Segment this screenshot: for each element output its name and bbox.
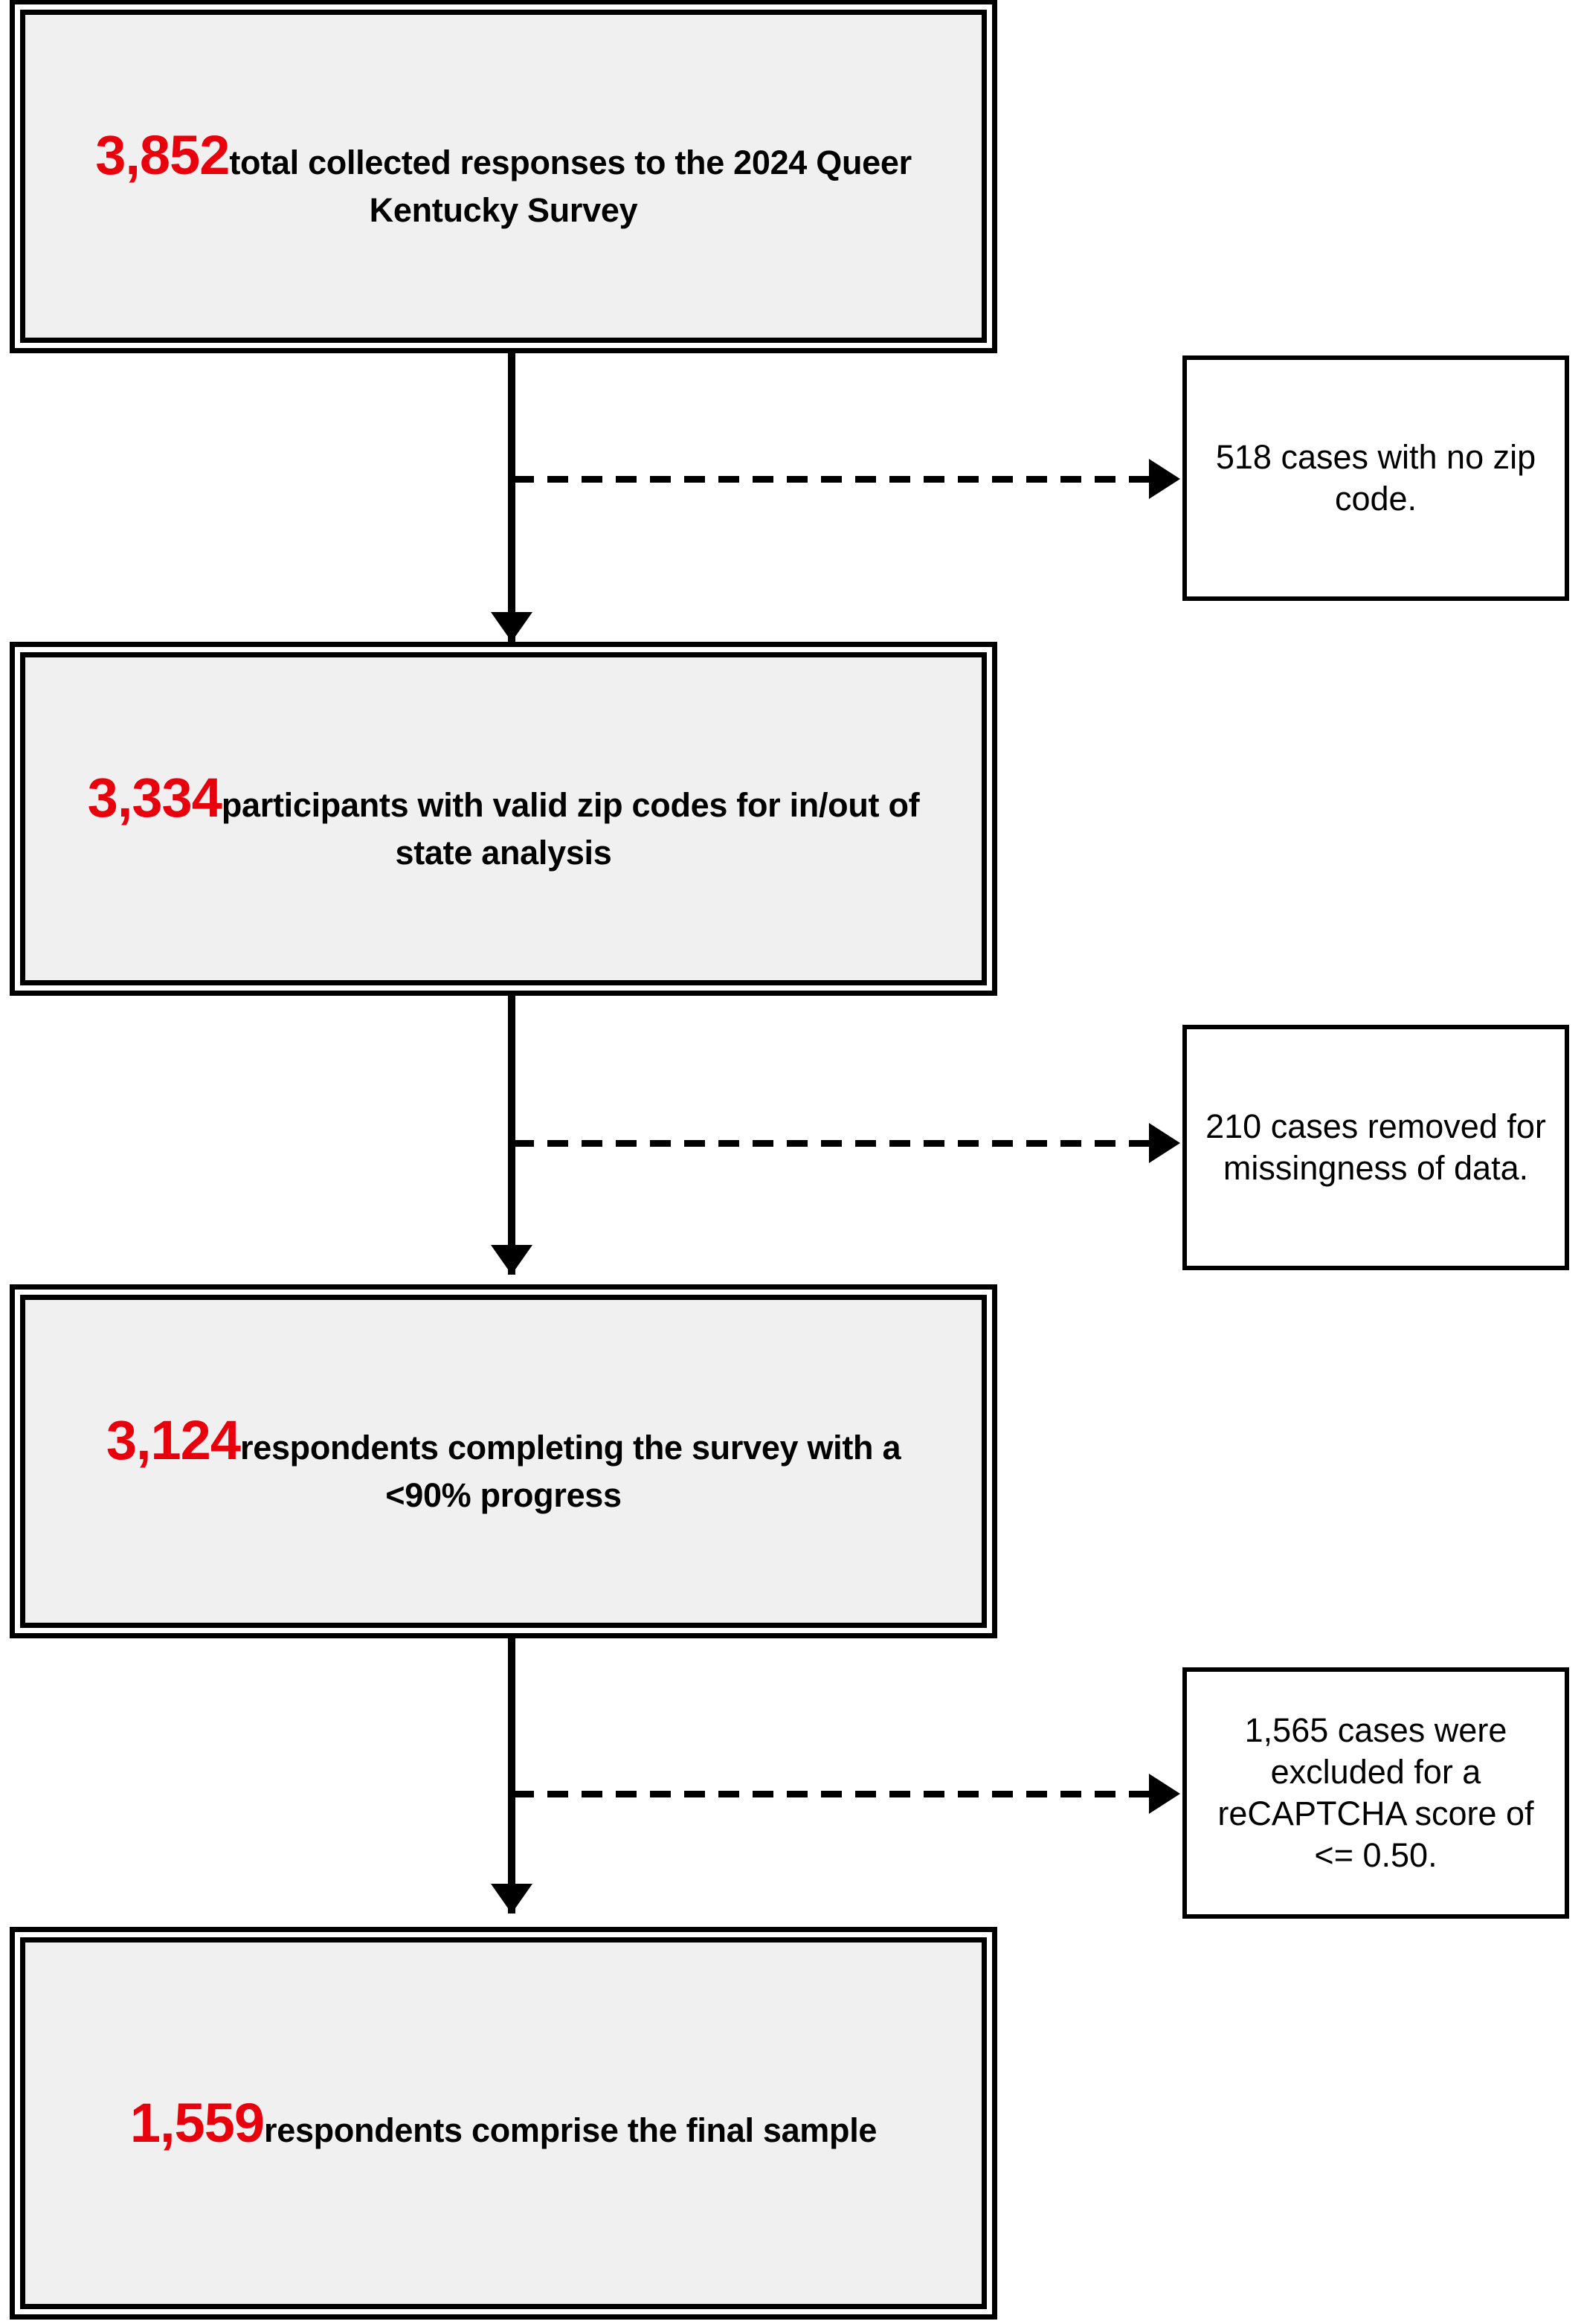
side-box-recaptcha-excluded: 1,565 cases were excluded for a reCAPTCH… (1182, 1667, 1569, 1919)
side-box-text: 210 cases removed for missingness of dat… (1205, 1107, 1546, 1187)
connector-line-2 (508, 991, 515, 1275)
main-box-content: 1,559respondents comprise the final samp… (25, 2089, 982, 2157)
main-box-content: 3,852total collected responses to the 20… (25, 121, 982, 231)
connector-arrowhead-2 (491, 1245, 532, 1275)
main-box-count: 3,852 (95, 124, 230, 187)
main-box-description: participants with valid zip codes for in… (221, 786, 920, 872)
main-box-description: respondents completing the survey with a… (240, 1429, 901, 1514)
exclusion-dashed-line-2 (513, 1140, 1149, 1147)
side-box-missing-data: 210 cases removed for missingness of dat… (1182, 1025, 1569, 1270)
exclusion-dashed-line-1 (513, 476, 1149, 483)
connector-line-3 (508, 1633, 515, 1913)
main-box-valid-zip-codes: 3,334participants with valid zip codes f… (10, 642, 997, 996)
exclusion-arrowhead-3 (1149, 1774, 1180, 1814)
main-box-survey-progress: 3,124respondents completing the survey w… (10, 1284, 997, 1638)
connector-line-1 (508, 348, 515, 642)
exclusion-arrowhead-2 (1149, 1123, 1180, 1163)
main-box-total-responses: 3,852total collected responses to the 20… (10, 0, 997, 353)
main-box-content: 3,334participants with valid zip codes f… (25, 764, 982, 874)
main-box-description: total collected responses to the 2024 Qu… (229, 144, 912, 229)
exclusion-arrowhead-1 (1149, 459, 1180, 499)
main-box-content: 3,124respondents completing the survey w… (25, 1406, 982, 1516)
main-box-description: respondents comprise the final sample (264, 2111, 878, 2150)
side-box-text: 518 cases with no zip code. (1215, 437, 1536, 518)
exclusion-dashed-line-3 (513, 1791, 1149, 1797)
connector-arrowhead-3 (491, 1884, 532, 1913)
main-box-count: 3,124 (106, 1409, 241, 1472)
main-box-count: 3,334 (87, 767, 222, 829)
side-box-no-zip-code: 518 cases with no zip code. (1182, 355, 1569, 601)
connector-arrowhead-1 (491, 612, 532, 642)
main-box-final-sample: 1,559respondents comprise the final samp… (10, 1927, 997, 2320)
main-box-count: 1,559 (129, 2092, 265, 2154)
side-box-text: 1,565 cases were excluded for a reCAPTCH… (1217, 1710, 1534, 1875)
